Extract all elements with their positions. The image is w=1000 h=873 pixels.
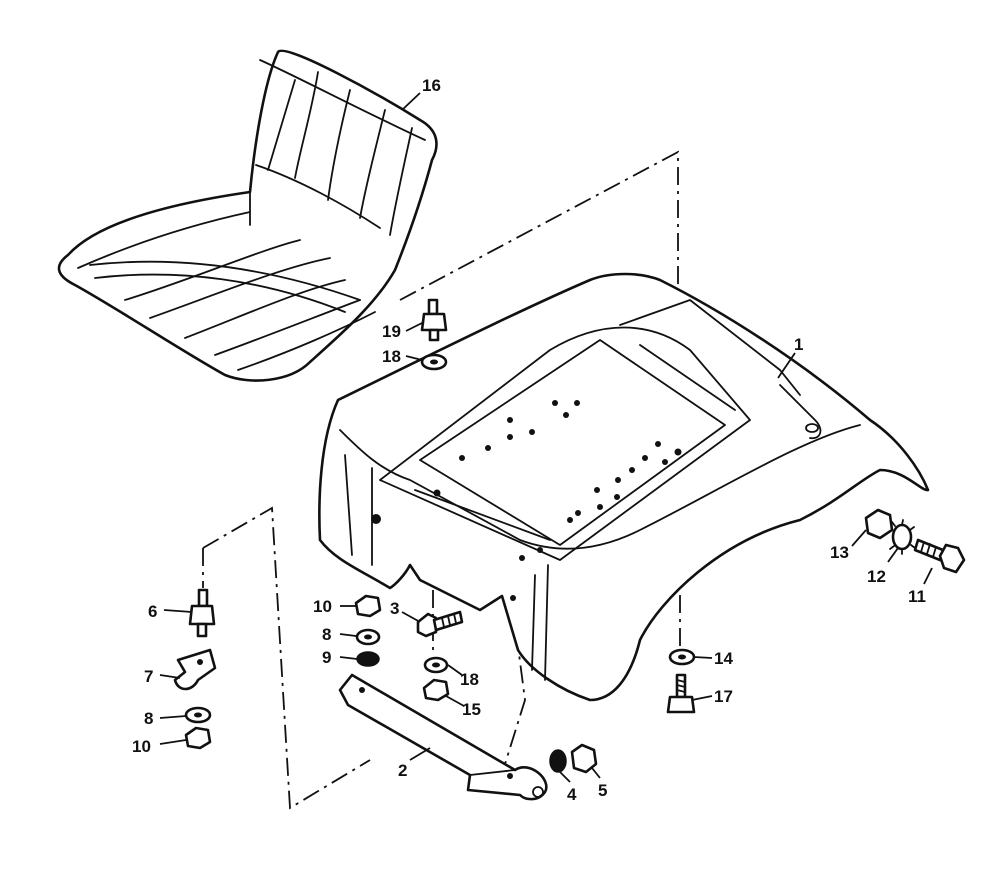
rubber-mount-part-6: [188, 588, 216, 638]
bracket-part-2: [338, 673, 548, 801]
mounting-hole-pattern: [459, 400, 668, 523]
lockwasher-part-4: [549, 749, 567, 773]
callout-7: 7: [144, 667, 153, 686]
callout-1: 1: [794, 335, 803, 354]
callout-18-lower: 18: [460, 670, 479, 689]
star-lockwasher-part-12: [889, 519, 916, 555]
lockwasher-part-9: [356, 651, 380, 667]
callout-14: 14: [714, 649, 733, 668]
callout-19: 19: [382, 322, 401, 341]
callout-3: 3: [390, 599, 399, 618]
callout-9: 9: [322, 648, 331, 667]
bolt-part-11: [913, 538, 966, 574]
nut-part-5: [570, 743, 598, 774]
nut-part-13: [864, 508, 894, 540]
callout-4: 4: [567, 785, 577, 804]
leader-lines: [159, 92, 933, 783]
callout-18-upper: 18: [382, 347, 401, 366]
callout-6: 6: [148, 602, 157, 621]
seat-support-part-1: [318, 272, 930, 702]
callout-labels: 1 16 19 18 6 7 8 10 10 8 9 3 18 15 2 4 5…: [132, 76, 926, 804]
callout-10-left: 10: [132, 737, 151, 756]
callout-12: 12: [867, 567, 886, 586]
callout-16: 16: [422, 76, 441, 95]
callout-2: 2: [398, 761, 407, 780]
callout-13: 13: [830, 543, 849, 562]
callout-17: 17: [714, 687, 733, 706]
nut-part-10-left: [184, 726, 212, 750]
callout-10-middle: 10: [313, 597, 332, 616]
callout-11: 11: [908, 587, 926, 606]
bolt-part-17: [666, 673, 696, 714]
nut-part-10-middle: [354, 594, 382, 618]
bolt-part-3: [416, 610, 464, 638]
callout-8-middle: 8: [322, 625, 331, 644]
callout-5: 5: [598, 781, 607, 800]
callout-15: 15: [462, 700, 481, 719]
nut-part-15: [422, 678, 450, 702]
rubber-mount-part-19: [420, 298, 448, 342]
callout-8-left: 8: [144, 709, 153, 728]
seat-part-16: [57, 49, 438, 382]
clip-part-7: [173, 648, 217, 691]
